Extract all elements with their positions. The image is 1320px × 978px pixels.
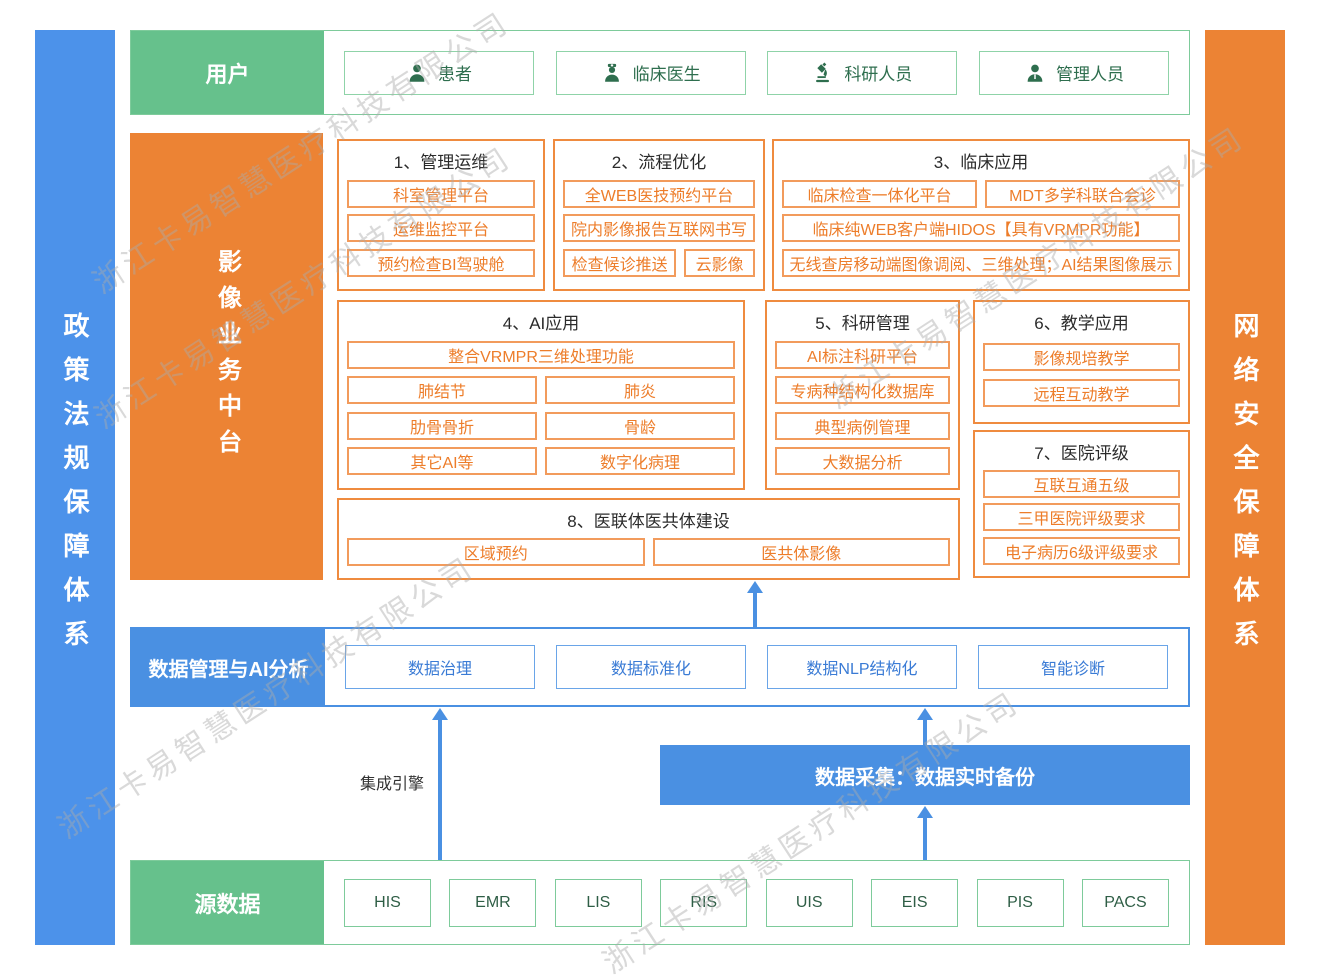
platform-item: 专病种结构化数据库 bbox=[775, 376, 950, 405]
patient-icon bbox=[406, 62, 428, 84]
platform-item: 三甲医院评级要求 bbox=[983, 503, 1180, 531]
data-mgmt-item: 数据标准化 bbox=[556, 645, 746, 689]
platform-item: 院内影像报告互联网书写 bbox=[563, 214, 755, 242]
section-title: 3、临床应用 bbox=[933, 153, 1029, 172]
platform-item: 临床纯WEB客户端HIDOS【具有VRMPR功能】 bbox=[782, 214, 1180, 242]
platform-item: 电子病历6级评级要求 bbox=[983, 536, 1180, 565]
data-management-row: 数据管理与AI分析 数据治理 数据标准化 数据NLP结构化 智能诊断 bbox=[130, 627, 1190, 707]
platform-item: 骨龄 bbox=[545, 411, 735, 440]
user-item-label: 患者 bbox=[438, 65, 472, 84]
doctor-icon bbox=[601, 62, 623, 84]
platform-item: 数字化病理 bbox=[545, 446, 735, 475]
platform-item: 运维监控平台 bbox=[347, 214, 535, 242]
user-item-label: 科研人员 bbox=[844, 65, 913, 84]
platform-item: 远程互动教学 bbox=[983, 379, 1180, 408]
user-item-researcher: 科研人员 bbox=[767, 50, 958, 95]
source-item-lis: LIS bbox=[554, 878, 642, 927]
platform-item: 大数据分析 bbox=[775, 446, 950, 475]
section-management-ops: 1、管理运维 科室管理平台 运维监控平台 预约检查BI驾驶舱 bbox=[337, 139, 545, 291]
source-item-ris: RIS bbox=[660, 878, 748, 927]
platform-item: 典型病例管理 bbox=[775, 411, 950, 440]
source-item-pis: PIS bbox=[976, 878, 1064, 927]
platform-item: 医共体影像 bbox=[652, 538, 950, 566]
platform-item: 肺结节 bbox=[347, 376, 537, 405]
platform-item: 临床检查一体化平台 bbox=[782, 179, 977, 208]
data-management-label: 数据管理与AI分析 bbox=[132, 629, 325, 705]
network-security-bar: 网络安全保障体系 bbox=[1205, 30, 1285, 945]
section-clinical-application: 3、临床应用 临床检查一体化平台 MDT多学科联合会诊 临床纯WEB客户端HID… bbox=[772, 139, 1190, 291]
source-item-his: HIS bbox=[344, 878, 431, 927]
data-management-items: 数据治理 数据标准化 数据NLP结构化 智能诊断 bbox=[345, 629, 1168, 705]
platform-item: 其它AI等 bbox=[347, 446, 537, 475]
platform-item: 云影像 bbox=[684, 248, 755, 277]
section-teaching-application: 6、教学应用 影像规培教学 远程互动教学 bbox=[973, 300, 1190, 424]
platform-item: 预约检查BI驾驶舱 bbox=[347, 248, 535, 277]
manager-icon bbox=[1024, 62, 1046, 84]
source-data-row: 源数据 HIS EMR LIS RIS UIS EIS PIS PACS bbox=[130, 860, 1190, 945]
section-title: 7、医院评级 bbox=[1034, 444, 1129, 463]
section-title: 8、医联体医共体建设 bbox=[567, 512, 730, 531]
source-item-pacs: PACS bbox=[1081, 878, 1169, 927]
section-hospital-rating: 7、医院评级 互联互通五级 三甲医院评级要求 电子病历6级评级要求 bbox=[973, 430, 1190, 578]
platform-item: 科室管理平台 bbox=[347, 179, 535, 208]
platform-item: MDT多学科联合会诊 bbox=[985, 179, 1180, 208]
user-item-manager: 管理人员 bbox=[978, 50, 1169, 95]
platform-item: 影像规培教学 bbox=[983, 342, 1180, 371]
user-row: 用户 患者 临床医生 科研人员 bbox=[130, 30, 1190, 115]
section-title: 6、教学应用 bbox=[1034, 314, 1129, 333]
section-research-management: 5、科研管理 AI标注科研平台 专病种结构化数据库 典型病例管理 大数据分析 bbox=[765, 300, 960, 490]
policy-regulation-label: 政策法规保障体系 bbox=[60, 311, 90, 664]
source-item-emr: EMR bbox=[449, 878, 537, 927]
source-data-items: HIS EMR LIS RIS UIS EIS PIS PACS bbox=[344, 861, 1169, 944]
section-title: 5、科研管理 bbox=[815, 314, 910, 333]
user-item-patient: 患者 bbox=[344, 50, 534, 95]
integration-engine-label: 集成引擎 bbox=[359, 776, 424, 793]
user-item-clinician: 临床医生 bbox=[555, 50, 746, 95]
section-ai-application: 4、AI应用 整合VRMPR三维处理功能 肺结节 肺炎 肋骨骨折 骨龄 其它AI… bbox=[337, 300, 745, 490]
user-row-label: 用户 bbox=[131, 31, 324, 114]
user-item-label: 临床医生 bbox=[632, 65, 701, 84]
data-mgmt-item: 智能诊断 bbox=[978, 645, 1168, 689]
network-security-label: 网络安全保障体系 bbox=[1230, 311, 1260, 664]
data-collection-box: 数据采集：数据实时备份 bbox=[660, 745, 1190, 805]
platform-item: 检查候诊推送 bbox=[563, 248, 677, 277]
platform-item: 整合VRMPR三维处理功能 bbox=[347, 341, 735, 370]
data-mgmt-item: 数据NLP结构化 bbox=[767, 645, 957, 689]
section-title: 1、管理运维 bbox=[393, 153, 489, 172]
platform-item: 无线查房移动端图像调阅、三维处理；AI结果图像展示 bbox=[782, 248, 1180, 277]
section-title: 2、流程优化 bbox=[611, 153, 707, 172]
user-row-items: 患者 临床医生 科研人员 管理人员 bbox=[344, 31, 1169, 114]
imaging-platform-label-box: 影像业务中台 bbox=[130, 133, 323, 580]
data-mgmt-item: 数据治理 bbox=[345, 645, 535, 689]
section-title: 4、AI应用 bbox=[502, 314, 580, 333]
platform-item: 区域预约 bbox=[347, 538, 645, 566]
imaging-platform-label: 影像业务中台 bbox=[213, 248, 241, 465]
source-data-label: 源数据 bbox=[131, 861, 324, 944]
platform-item: 互联互通五级 bbox=[983, 469, 1180, 498]
platform-item: AI标注科研平台 bbox=[775, 341, 950, 370]
user-item-label: 管理人员 bbox=[1055, 65, 1124, 84]
policy-regulation-bar: 政策法规保障体系 bbox=[35, 30, 115, 945]
source-item-eis: EIS bbox=[871, 878, 959, 927]
section-process-optimization: 2、流程优化 全WEB医技预约平台 院内影像报告互联网书写 检查候诊推送 云影像 bbox=[553, 139, 765, 291]
platform-item: 全WEB医技预约平台 bbox=[563, 179, 755, 208]
platform-item: 肋骨骨折 bbox=[347, 411, 537, 440]
researcher-icon bbox=[812, 62, 834, 84]
source-item-uis: UIS bbox=[765, 878, 853, 927]
section-medical-alliance: 8、医联体医共体建设 区域预约 医共体影像 bbox=[337, 498, 960, 580]
platform-item: 肺炎 bbox=[545, 376, 735, 405]
